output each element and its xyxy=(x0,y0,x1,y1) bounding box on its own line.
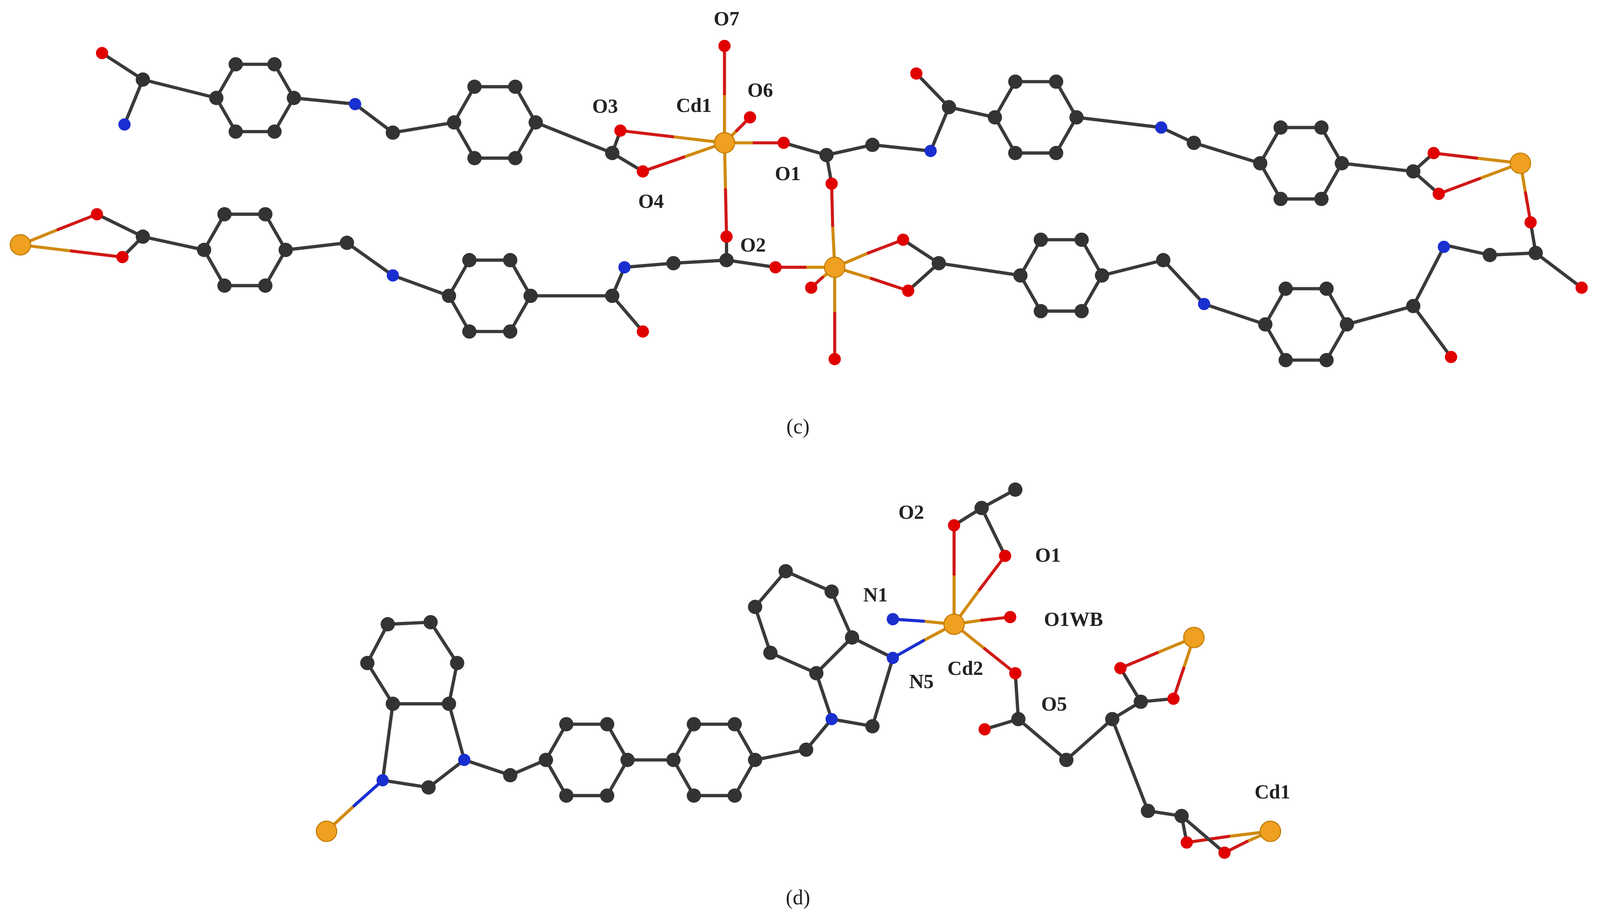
atom-label: O3 xyxy=(592,95,619,117)
metal-bonds xyxy=(20,45,1531,853)
carbon-atoms xyxy=(135,56,1544,824)
atom-label: O5 xyxy=(1041,694,1067,715)
oxygen-atoms xyxy=(90,39,1588,860)
atom-label: Cd2 xyxy=(947,658,984,679)
atom-label: N1 xyxy=(863,584,888,605)
atom-label: O1 xyxy=(1035,545,1061,566)
caption-letter: (d) xyxy=(785,887,811,909)
atom-label: O2 xyxy=(740,234,766,255)
atom-label: N5 xyxy=(909,671,934,692)
atom-label: O2 xyxy=(898,502,925,523)
atom-label: O4 xyxy=(638,191,664,212)
cadmium-atoms xyxy=(10,132,1531,843)
caption-letter: (c) xyxy=(786,416,810,438)
nitrogen-atoms xyxy=(118,97,1450,787)
organic-bonds xyxy=(96,52,1582,853)
atom-label: Cd1 xyxy=(1254,781,1291,803)
atom-label: O1WB xyxy=(1044,609,1104,630)
atom-label: O1 xyxy=(775,163,801,184)
atom-label: O6 xyxy=(747,79,774,100)
atom-label: Cd1 xyxy=(675,95,712,116)
atom-label: O7 xyxy=(713,8,740,29)
